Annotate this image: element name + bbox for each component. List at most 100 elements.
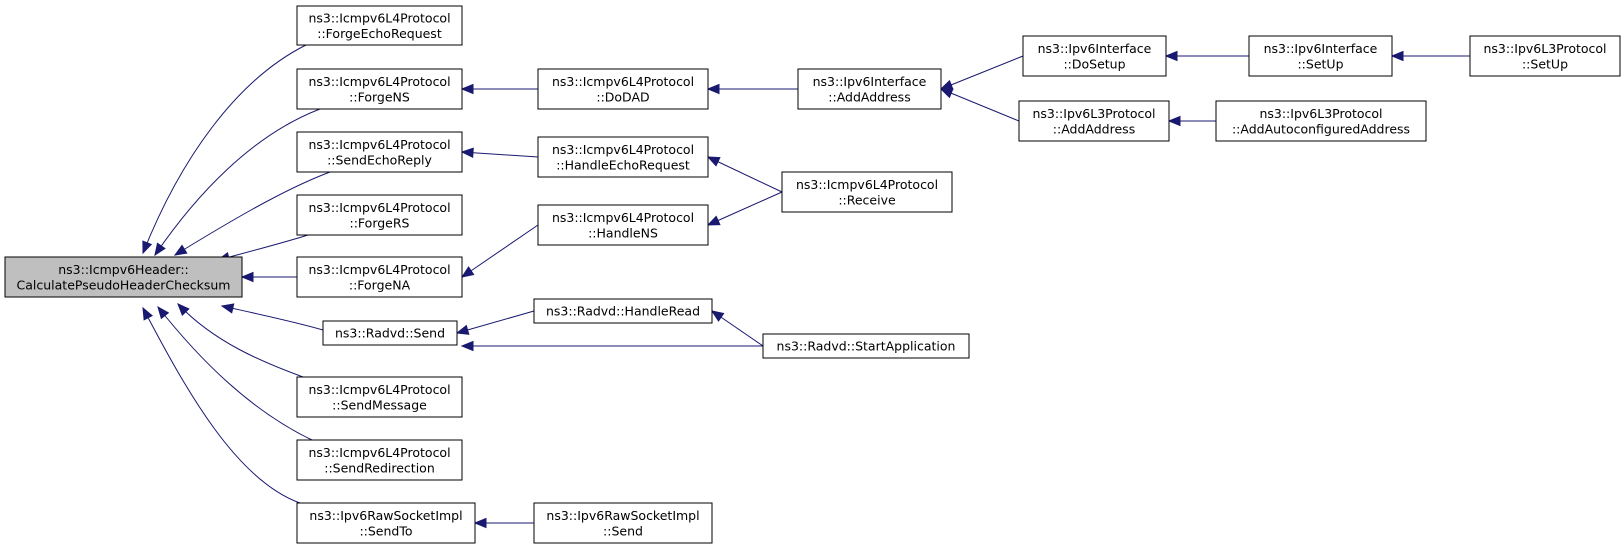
- node-box: [296, 68, 463, 110]
- edge-rawsend-to-rawto: [473, 517, 534, 529]
- edge-l3setup-to-ifsetup-arrowhead: [1390, 50, 1404, 62]
- edge-hns-to-fna-line: [461, 224, 539, 278]
- node-box: [1469, 35, 1621, 77]
- edge-rsend-to-root-arrowhead: [220, 303, 235, 314]
- edge-hechoreq-to-sechorep-line: [461, 151, 539, 158]
- node-frs[interactable]: ns3::Icmpv6L4Protocol::ForgeRS: [296, 194, 463, 236]
- edge-recv-to-hns: [706, 191, 783, 226]
- node-label-line: ::Receive: [838, 192, 896, 207]
- edge-hns-to-fna-arrowhead: [460, 266, 475, 278]
- edge-ifaddr-to-dodad-arrowhead: [706, 83, 720, 95]
- node-hechoreq[interactable]: ns3::Icmpv6L4Protocol::HandleEchoRequest: [537, 136, 709, 178]
- node-root[interactable]: ns3::Icmpv6Header::CalculatePseudoHeader…: [4, 256, 243, 298]
- node-box: [797, 68, 942, 110]
- edge-sechorep-to-root-arrowhead: [173, 244, 188, 256]
- edge-fechoreq-to-root-arrowhead: [142, 240, 153, 255]
- edge-dodad-to-fns: [460, 83, 538, 95]
- node-label-line: ns3::Radvd::HandleRead: [546, 304, 700, 319]
- node-box: [296, 376, 463, 418]
- node-box: [533, 502, 713, 544]
- edge-fns-to-root-arrowhead: [154, 242, 166, 257]
- node-label-line: ns3::Ipv6L3Protocol: [1483, 41, 1606, 56]
- edge-rawsend-to-rawto-arrowhead: [473, 517, 487, 529]
- node-l3addr[interactable]: ns3::Ipv6L3Protocol::AddAddress: [1018, 100, 1170, 142]
- edge-dosetup-to-ifaddr-line: [940, 55, 1024, 90]
- edge-smsg-to-root-line: [177, 303, 304, 378]
- node-label-line: ns3::Icmpv6L4Protocol: [552, 142, 694, 157]
- node-hns[interactable]: ns3::Icmpv6L4Protocol::HandleNS: [537, 204, 709, 246]
- edge-startapp-to-rsend: [460, 340, 763, 352]
- node-label-line: ::AddAddress: [828, 89, 910, 104]
- node-startapp[interactable]: ns3::Radvd::StartApplication: [762, 333, 970, 359]
- nodes-layer: ns3::Icmpv6Header::CalculatePseudoHeader…: [4, 5, 1621, 544]
- edge-rsend-to-root: [220, 303, 324, 331]
- node-ifsetup[interactable]: ns3::Ipv6Interface::SetUp: [1248, 35, 1393, 77]
- edge-recv-to-hns-line: [707, 191, 783, 226]
- edge-recv-to-hechoreq: [706, 156, 783, 193]
- edge-smsg-to-root: [177, 303, 304, 378]
- edge-l3addr-to-ifaddr: [939, 88, 1020, 122]
- edge-sechorep-to-root-line: [174, 171, 331, 256]
- edge-ifsetup-to-dosetup-arrowhead: [1164, 50, 1178, 62]
- node-ifaddr[interactable]: ns3::Ipv6Interface::AddAddress: [797, 68, 942, 110]
- node-label-line: ::ForgeRS: [350, 215, 410, 230]
- node-sechorep[interactable]: ns3::Icmpv6L4Protocol::SendEchoReply: [296, 131, 463, 173]
- edge-fechoreq-to-root: [142, 44, 307, 255]
- node-box: [4, 256, 243, 298]
- node-label-line: ::SetUp: [1297, 56, 1343, 71]
- node-label-line: ns3::Icmpv6L4Protocol: [308, 10, 450, 25]
- node-label-line: ::SendRedirection: [324, 460, 435, 475]
- node-box: [296, 131, 463, 173]
- node-label-line: CalculatePseudoHeaderChecksum: [17, 277, 231, 292]
- edge-ifaddr-to-dodad: [706, 83, 798, 95]
- node-label-line: ns3::Icmpv6L4Protocol: [308, 200, 450, 215]
- node-sredir[interactable]: ns3::Icmpv6L4Protocol::SendRedirection: [296, 439, 463, 481]
- node-dosetup[interactable]: ns3::Ipv6Interface::DoSetup: [1022, 35, 1167, 77]
- node-rawto[interactable]: ns3::Ipv6RawSocketImpl::SendTo: [296, 502, 476, 544]
- node-smsg[interactable]: ns3::Icmpv6L4Protocol::SendMessage: [296, 376, 463, 418]
- edge-autoaddr-to-l3addr: [1167, 115, 1216, 127]
- edge-startapp-to-hread-arrowhead: [710, 310, 725, 322]
- edge-fns-to-root-line: [154, 108, 321, 256]
- node-box: [762, 333, 970, 359]
- edge-recv-to-hechoreq-line: [707, 156, 783, 193]
- node-label-line: ns3::Icmpv6L4Protocol: [308, 137, 450, 152]
- edge-ifsetup-to-dosetup: [1164, 50, 1249, 62]
- node-label-line: ns3::Icmpv6Header::: [58, 262, 189, 277]
- edge-rsend-to-root-line: [221, 305, 324, 331]
- node-recv[interactable]: ns3::Icmpv6L4Protocol::Receive: [781, 171, 953, 213]
- node-fns[interactable]: ns3::Icmpv6L4Protocol::ForgeNS: [296, 68, 463, 110]
- edge-recv-to-hns-arrowhead: [706, 215, 721, 226]
- node-box: [533, 298, 713, 324]
- node-label-line: ::HandleNS: [588, 225, 658, 240]
- edge-frs-to-root-line: [217, 234, 309, 261]
- node-label-line: ns3::Ipv6L3Protocol: [1259, 106, 1382, 121]
- node-autoaddr[interactable]: ns3::Ipv6L3Protocol::AddAutoconfiguredAd…: [1215, 100, 1427, 142]
- edge-sechorep-to-root: [173, 171, 331, 256]
- node-label-line: ::DoSetup: [1063, 56, 1125, 71]
- edge-hechoreq-to-sechorep: [460, 147, 539, 158]
- edge-fns-to-root: [154, 108, 321, 257]
- edge-l3addr-to-ifaddr-arrowhead: [939, 88, 954, 99]
- edge-hechoreq-to-sechorep-arrowhead: [460, 147, 474, 158]
- node-box: [296, 5, 463, 46]
- edge-rawto-to-root-line: [142, 307, 301, 504]
- node-label-line: ns3::Ipv6Interface: [1038, 41, 1152, 56]
- node-hread[interactable]: ns3::Radvd::HandleRead: [533, 298, 713, 324]
- node-l3setup[interactable]: ns3::Ipv6L3Protocol::SetUp: [1469, 35, 1621, 77]
- node-rsend[interactable]: ns3::Radvd::Send: [322, 320, 458, 346]
- node-label-line: ns3::Icmpv6L4Protocol: [308, 74, 450, 89]
- node-fna[interactable]: ns3::Icmpv6L4Protocol::ForgeNA: [296, 256, 463, 298]
- node-dodad[interactable]: ns3::Icmpv6L4Protocol::DoDAD: [537, 68, 709, 110]
- node-fechoreq[interactable]: ns3::Icmpv6L4Protocol::ForgeEchoRequest: [296, 5, 463, 46]
- node-box: [1022, 35, 1167, 77]
- node-label-line: ns3::Icmpv6L4Protocol: [796, 177, 938, 192]
- node-label-line: ns3::Radvd::Send: [335, 326, 445, 341]
- edge-dosetup-to-ifaddr-arrowhead: [939, 79, 954, 90]
- edge-hread-to-rsend-arrowhead: [455, 324, 470, 335]
- node-label-line: ::Send: [603, 523, 643, 538]
- node-rawsend[interactable]: ns3::Ipv6RawSocketImpl::Send: [533, 502, 713, 544]
- edge-recv-to-hechoreq-arrowhead: [706, 156, 721, 167]
- node-label-line: ::SendTo: [359, 523, 412, 538]
